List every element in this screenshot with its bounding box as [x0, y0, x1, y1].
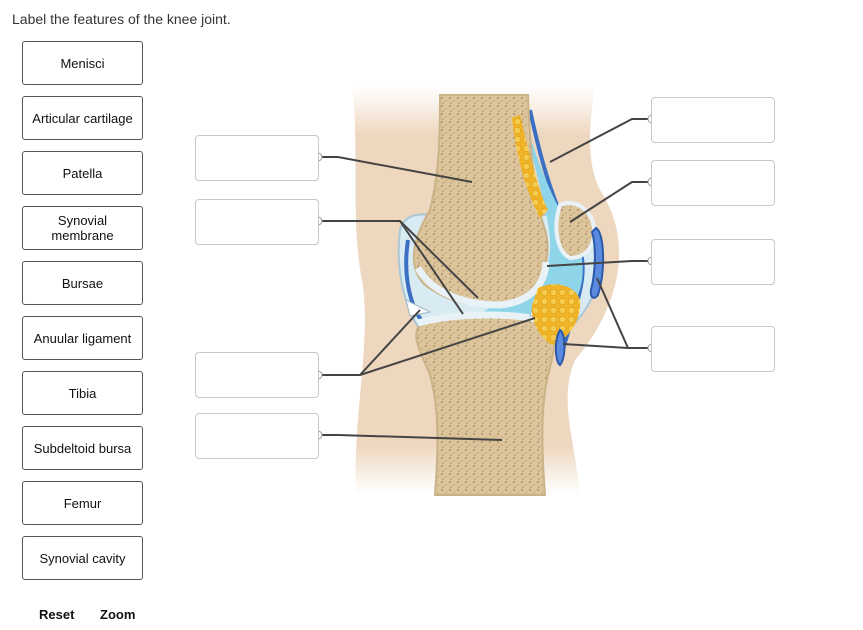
label-chip-menisci[interactable]: Menisci	[22, 41, 143, 85]
label-chip-synovial-cavity[interactable]: Synovial cavity	[22, 536, 143, 580]
drop-target-6[interactable]	[651, 160, 775, 206]
drop-target-3[interactable]	[195, 352, 319, 398]
label-chip-patella[interactable]: Patella	[22, 151, 143, 195]
drop-target-4[interactable]	[195, 413, 319, 459]
drop-target-7[interactable]	[651, 239, 775, 285]
femur-cartilage	[414, 261, 550, 309]
tibia-bone	[415, 314, 556, 496]
label-chip-subdeltoid-bursa[interactable]: Subdeltoid bursa	[22, 426, 143, 470]
drop-target-8[interactable]	[651, 326, 775, 372]
infrapatellar-bursa	[554, 328, 566, 367]
label-chip-anuular-ligament[interactable]: Anuular ligament	[22, 316, 143, 360]
zoom-button[interactable]: Zoom	[100, 607, 136, 622]
tibia-cartilage	[417, 311, 543, 327]
reset-button[interactable]: Reset	[39, 607, 75, 622]
synovial-fluid	[470, 120, 583, 320]
label-chip-bursae[interactable]: Bursae	[22, 261, 143, 305]
leader-lines	[320, 118, 652, 441]
infrapatellar-fat	[531, 284, 581, 345]
label-chip-synovial-membrane[interactable]: Synovial membrane	[22, 206, 143, 250]
question-prompt: Label the features of the knee joint.	[12, 11, 231, 27]
meniscus-left	[405, 299, 432, 317]
label-chip-femur[interactable]: Femur	[22, 481, 143, 525]
patella-bone	[554, 201, 597, 261]
label-chip-tibia[interactable]: Tibia	[22, 371, 143, 415]
drop-target-1[interactable]	[195, 135, 319, 181]
drop-target-5[interactable]	[651, 97, 775, 143]
suprapatellar-fat	[512, 115, 548, 218]
label-chip-articular-cartilage[interactable]: Articular cartilage	[22, 96, 143, 140]
drop-target-2[interactable]	[195, 199, 319, 245]
